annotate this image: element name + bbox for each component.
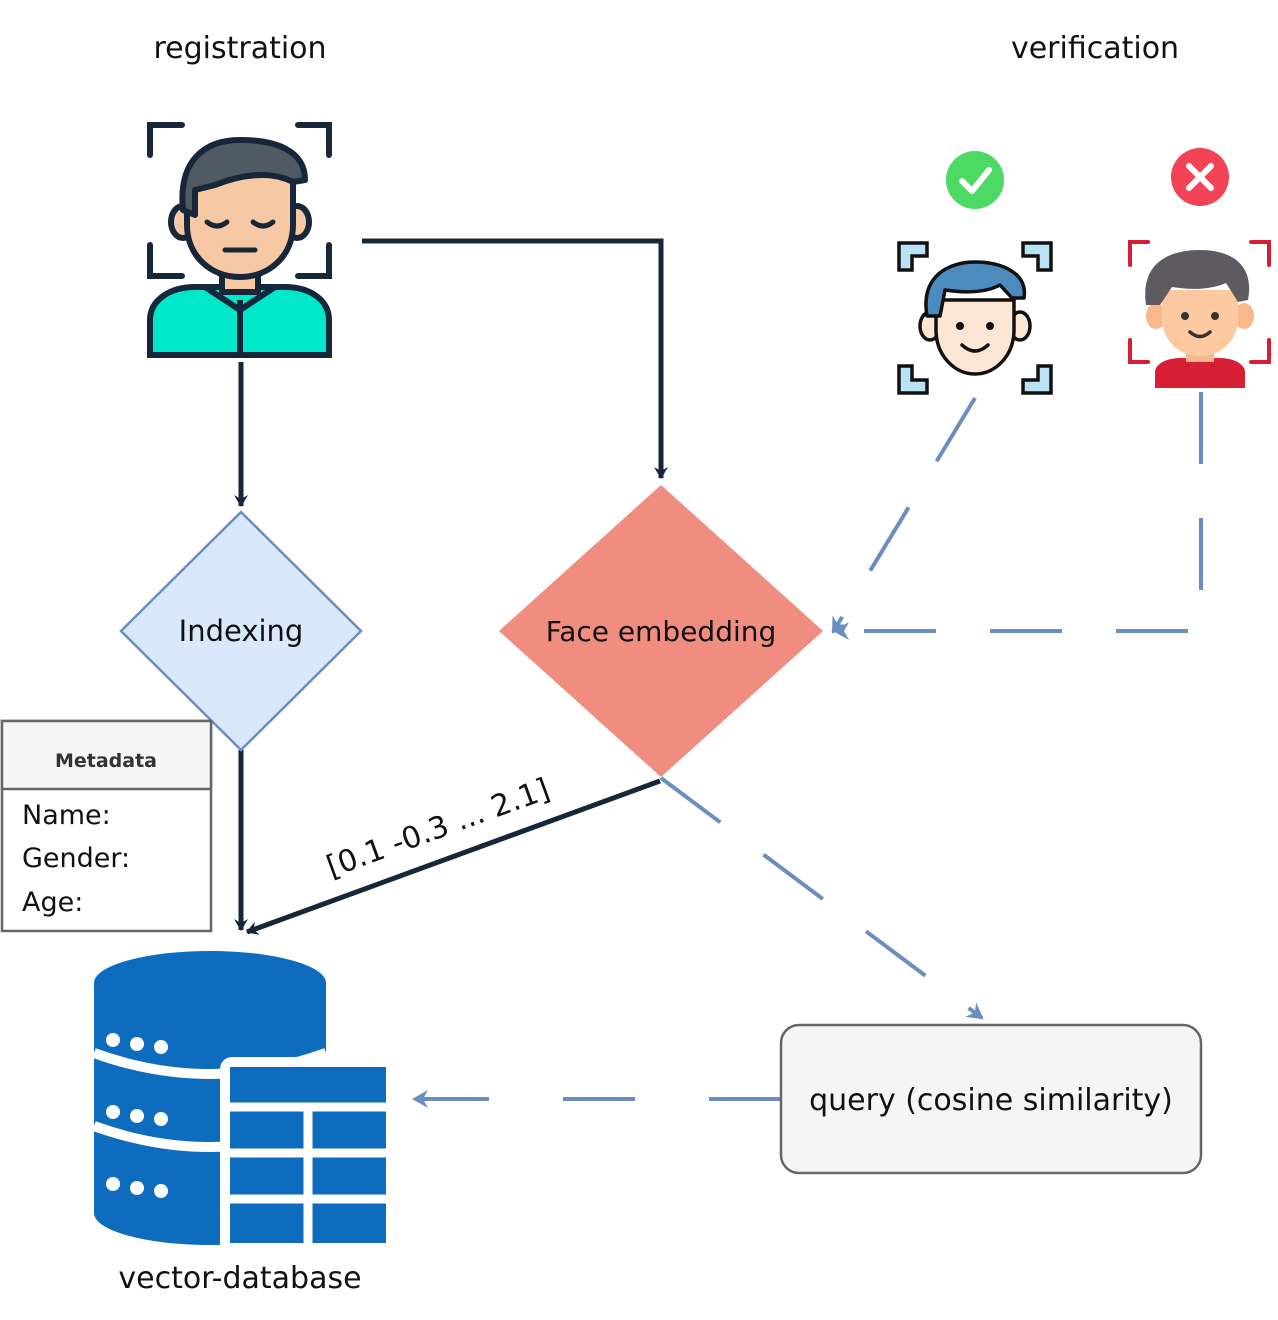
query-label: query (cosine similarity) (809, 1083, 1173, 1118)
metadata-field-age: Age: (22, 887, 83, 918)
metadata-field-name: Name: (22, 800, 111, 831)
indexing-label: Indexing (179, 614, 304, 648)
arrow-embedding-to-database (246, 778, 661, 935)
verified-face-scan-icon (897, 241, 1053, 395)
cross-badge-icon (1171, 148, 1229, 206)
scanned-user-icon (147, 122, 332, 358)
verification-heading: verification (1011, 31, 1179, 66)
arrow-embedding-to-query (659, 776, 984, 1020)
arrow-rejected-face-to-embedding (833, 392, 1203, 640)
arrow-verified-face-to-embedding (831, 396, 977, 634)
face-embedding-label: Face embedding (546, 615, 777, 648)
arrow-user-to-embedding (362, 238, 668, 479)
rejected-face-scan-icon (1128, 240, 1271, 388)
database-label: vector-database (118, 1261, 361, 1296)
metadata-field-gender: Gender: (22, 843, 130, 874)
database-table-icon (92, 951, 394, 1254)
check-badge-icon (946, 151, 1004, 209)
query-node: query (cosine similarity) (779, 1023, 1203, 1175)
embedding-vector-label: [0.1 -0.3 ... 2.1] (322, 772, 554, 885)
metadata-title: Metadata (55, 750, 157, 772)
registration-heading: registration (153, 31, 326, 66)
metadata-box: Metadata Name: Gender: Age: (0, 719, 213, 933)
indexing-node: Indexing (119, 510, 363, 752)
face-embedding-node: Face embedding (499, 485, 823, 777)
